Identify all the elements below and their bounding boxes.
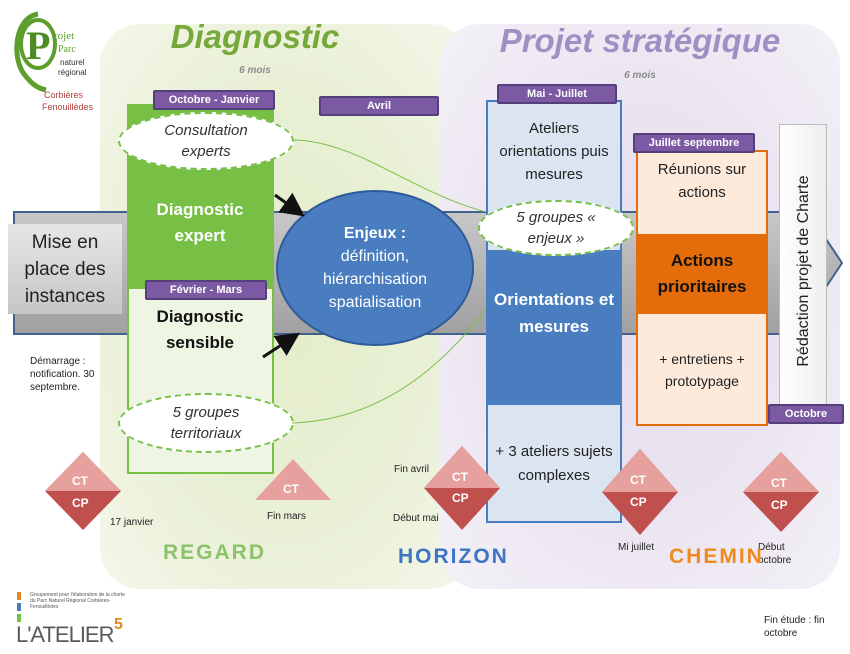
tag-fevrier-mars: Février - Mars	[145, 280, 267, 300]
orientations-box	[488, 250, 620, 405]
phase-diagnostic-duration: 6 mois	[239, 65, 271, 76]
milestone-2-date: Fin mars	[267, 511, 306, 522]
tag-mai-juillet: Mai - Juillet	[497, 84, 617, 104]
cloud-groupes-territoriaux: 5 groupes territoriaux	[118, 393, 294, 453]
milestone-4-cp: CP	[630, 495, 647, 509]
arrow-expert-to-enjeux	[274, 192, 305, 217]
logo-line-2: Parc	[58, 44, 76, 55]
milestone-diamond-3	[424, 446, 500, 530]
milestone-1-date: 17 janvier	[110, 517, 154, 528]
phase-strategic-duration: 6 mois	[624, 70, 656, 81]
milestone-diamond-1	[45, 452, 121, 530]
tag-octobre: Octobre	[768, 404, 844, 424]
logo-line-1: rojet	[54, 30, 75, 42]
tag-avril: Avril	[319, 96, 439, 116]
logo-line-6: Fenouillèdes	[42, 102, 94, 112]
milestone-5-ct: CT	[771, 476, 787, 490]
milestone-5-cp: CP	[771, 498, 788, 512]
orientations-label: Orientations et mesures	[494, 290, 614, 336]
fin-etude-note: Fin étude : fin octobre	[764, 615, 825, 639]
logo-line-3: naturel	[60, 58, 85, 67]
cloud-territoriaux-label: 5 groupes territoriaux	[170, 404, 242, 442]
diagnostic-expert-label: Diagnostic expert	[156, 199, 244, 245]
parc-logo: P rojet Parc naturel régional Corbières …	[8, 8, 93, 118]
milestone-diamond-5	[743, 452, 819, 532]
atelier-logo-mark	[17, 592, 21, 622]
atelier-logo: Groupement pour l'élaboration de la char…	[8, 590, 148, 650]
tag-juillet-septembre: Juillet septembre	[633, 133, 755, 153]
tag-octobre-janvier: Octobre - Janvier	[153, 90, 275, 110]
trois-ateliers-label: + 3 ateliers sujets complexes	[495, 443, 613, 484]
axis-regard: REGARD	[163, 541, 267, 564]
milestone-3-cp: CP	[452, 491, 469, 505]
phase-strategic-title: Projet stratégique	[499, 22, 781, 59]
enjeux-title: Enjeux :	[343, 225, 407, 242]
milestone-3-date-bottom: Début mai	[393, 513, 439, 524]
milestone-triangle-2	[255, 459, 331, 500]
demarrage-note: Démarrage : notification. 30 septembre.	[30, 356, 95, 393]
reunions-label: Réunions sur actions	[657, 161, 747, 201]
mise-en-place-label: Mise en place des instances	[24, 231, 106, 307]
connector-consultation-to-groupes	[291, 139, 501, 216]
atelier-logo-sup: 5	[114, 616, 123, 633]
axis-horizon: HORIZON	[398, 545, 509, 568]
actions-prioritaires-label: Actions prioritaires	[657, 251, 747, 296]
cloud-enjeux-label: 5 groupes « enjeux »	[516, 209, 596, 247]
milestone-3-ct: CT	[452, 470, 468, 484]
enjeux-ellipse: Enjeux : définition, hiérarchisation spa…	[276, 190, 474, 346]
milestone-4-ct: CT	[630, 473, 646, 487]
ateliers-label: Ateliers orientations puis mesures	[499, 119, 609, 183]
cloud-consultation-experts: Consultation experts	[118, 112, 294, 170]
arrow-sensible-to-enjeux	[262, 332, 301, 359]
atelier-logo-name: L'ATELIER	[16, 622, 114, 647]
parc-logo-graphic	[14, 11, 57, 93]
milestone-5-date: Début octobre	[758, 542, 792, 566]
mise-en-place-box: Mise en place des instances	[8, 224, 122, 314]
logo-p-letter: P	[26, 23, 51, 68]
milestone-3-date-top: Fin avril	[394, 464, 430, 475]
axis-chemin: CHEMIN	[669, 545, 764, 568]
cloud-consultation-label: Consultation experts	[164, 122, 248, 160]
enjeux-body: définition, hiérarchisation spatialisati…	[322, 248, 428, 311]
cloud-groupes-enjeux: 5 groupes « enjeux »	[478, 200, 634, 256]
milestone-2-ct: CT	[283, 482, 299, 496]
logo-line-4: régional	[58, 68, 87, 77]
logo-line-5: Corbières	[44, 90, 84, 100]
entretiens-label: + entretiens + prototypage	[659, 351, 745, 389]
milestone-1-ct: CT	[72, 474, 88, 488]
atelier-logo-text: Groupement pour l'élaboration de la char…	[30, 592, 125, 610]
actions-prioritaires-box	[638, 234, 766, 314]
diagnostic-sensible-label: Diagnostic sensible	[156, 306, 244, 352]
milestone-diamond-4	[602, 449, 678, 535]
phase-diagnostic-title: Diagnostic	[170, 18, 340, 55]
milestone-1-cp: CP	[72, 496, 89, 510]
milestone-4-date: Mi juillet	[618, 542, 655, 553]
